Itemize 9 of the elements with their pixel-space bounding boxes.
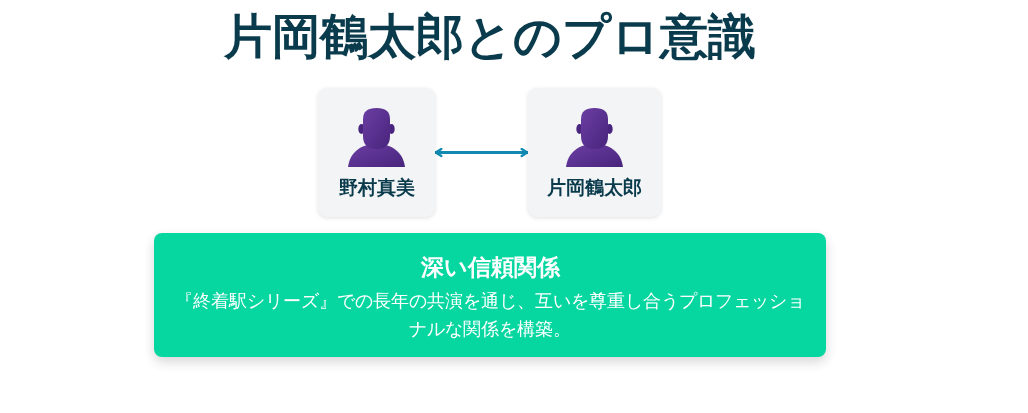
info-box bbox=[154, 233, 826, 357]
person-card bbox=[318, 88, 435, 217]
person-name: 野村真美 bbox=[337, 175, 416, 199]
person-name: 片岡鶴太郎 bbox=[546, 175, 643, 199]
double-arrow bbox=[434, 147, 529, 158]
heading: 深い信頼関係 bbox=[419, 253, 562, 282]
title: 片岡鶴太郎とのプロ意識 bbox=[223, 8, 757, 64]
person-card bbox=[528, 88, 661, 217]
description: 『終着駅シリーズ』での長年の共演を通じ、互いを尊重し合うプロフェッショナルな関係を構築。 bbox=[174, 290, 806, 341]
